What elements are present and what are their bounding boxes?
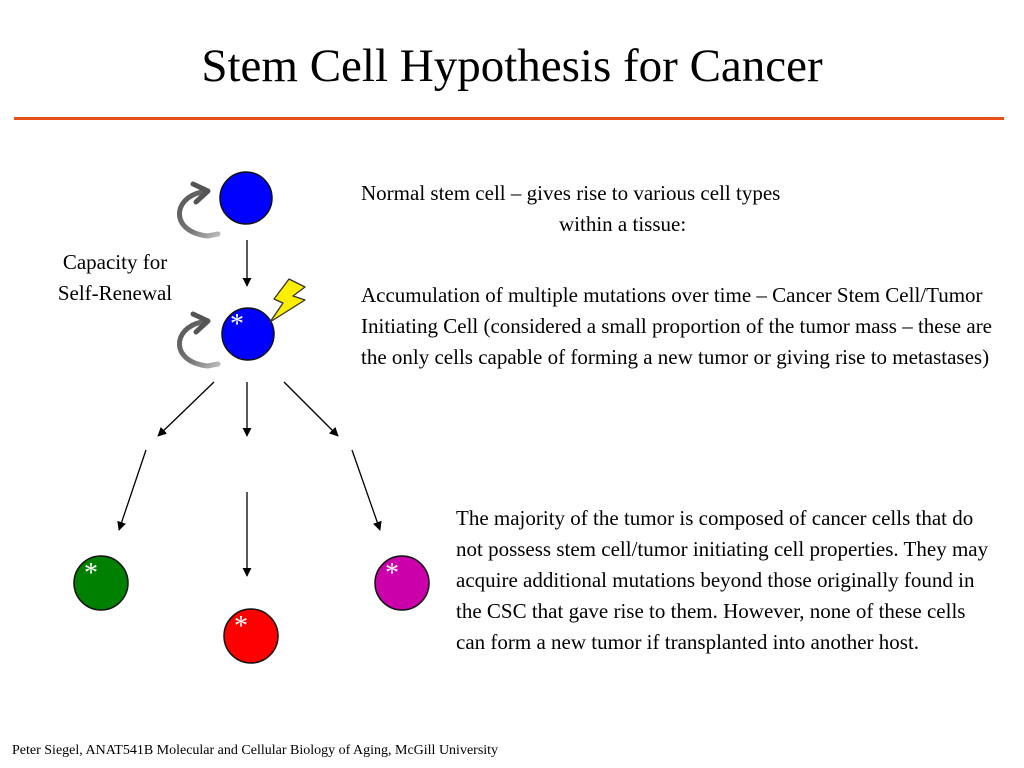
mutation-marker: * <box>84 558 98 589</box>
lightning-bolt-icon <box>269 278 306 323</box>
branch-arrow-left <box>157 381 215 437</box>
branch-arrow-right <box>283 381 339 437</box>
self-renewal-label: Capacity for Self-Renewal <box>40 247 190 309</box>
daughter-cell-green <box>73 555 129 611</box>
cancer-stem-cell-text: Accumulation of multiple mutations over … <box>361 283 993 369</box>
self-renewal-arrow-icon <box>177 181 221 239</box>
arrow-to-green-cell <box>117 449 147 531</box>
mutation-marker: * <box>385 558 399 589</box>
normal-stem-cell-line1: Normal stem cell – gives rise to various… <box>361 181 781 205</box>
self-renewal-label-line2: Self-Renewal <box>57 281 173 305</box>
cancer-stem-cell <box>221 307 275 361</box>
daughter-cell-red <box>223 608 279 664</box>
self-renewal-label-line1: Capacity for <box>62 250 168 274</box>
daughter-cell-magenta <box>374 555 430 611</box>
mutation-marker: * <box>234 611 248 642</box>
title-divider <box>14 117 1004 120</box>
arrow-to-magenta-cell <box>351 449 382 531</box>
normal-stem-cell <box>219 171 273 225</box>
normal-stem-cell-line2: within a tissue: <box>559 212 687 236</box>
slide-title: Stem Cell Hypothesis for Cancer <box>201 40 823 92</box>
mutation-marker: * <box>230 309 244 340</box>
tumor-majority-text: The majority of the tumor is composed of… <box>456 506 989 654</box>
self-renewal-arrow-icon <box>177 311 221 369</box>
normal-stem-cell-text: Normal stem cell – gives rise to various… <box>361 178 961 240</box>
slide-footer: Peter Siegel, ANAT541B Molecular and Cel… <box>12 743 499 758</box>
